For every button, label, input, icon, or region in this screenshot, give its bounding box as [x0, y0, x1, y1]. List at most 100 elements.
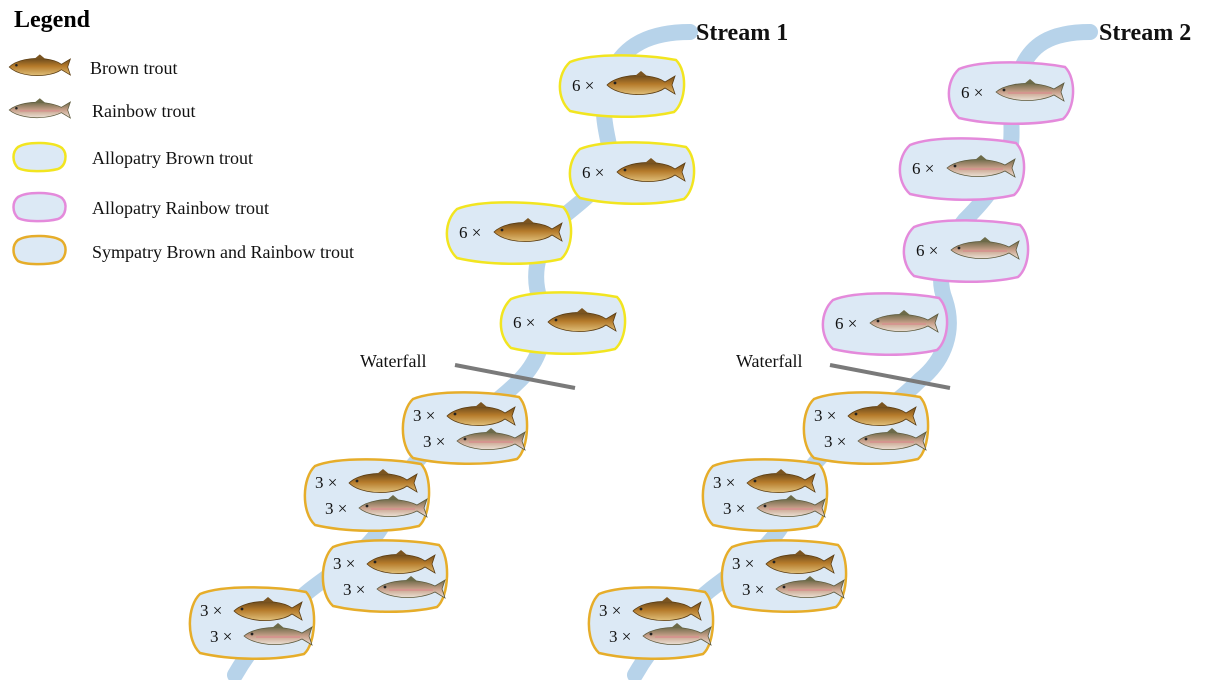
pool-sympatry: 3 ×3 ×	[802, 391, 930, 466]
rainbow-trout-icon	[756, 495, 826, 518]
waterfall-line	[454, 363, 576, 390]
rainbow-trout-icon	[376, 576, 446, 599]
pool-outline	[321, 539, 449, 614]
brown-trout-icon	[8, 54, 72, 76]
brown-count: 3 ×	[315, 473, 337, 492]
rainbow-count: 3 ×	[325, 499, 347, 518]
brown-trout-icon	[847, 402, 917, 426]
brown-count: 3 ×	[814, 406, 836, 425]
pool-outline	[587, 586, 715, 661]
pool-allopatry: 6 ×	[558, 54, 686, 119]
brown-trout-icon	[493, 218, 563, 242]
brown-count: 3 ×	[333, 554, 355, 573]
pool-allopatry: 6 ×	[898, 137, 1026, 202]
pool-allopatry: 6 ×	[902, 219, 1030, 284]
legend-label: Allopatry Brown trout	[92, 148, 253, 168]
brown-trout-icon	[746, 469, 816, 493]
allopatry-rainbow-swatch	[12, 191, 67, 223]
pool-sympatry: 3 ×3 ×	[701, 458, 829, 533]
brown-count: 3 ×	[732, 554, 754, 573]
rainbow-trout-icon	[775, 576, 845, 599]
pool-sympatry: 3 ×3 ×	[303, 458, 431, 533]
brown-count: 3 ×	[713, 473, 735, 492]
brown-trout-icon	[233, 597, 303, 621]
legend-label: Sympatry Brown and Rainbow trout	[92, 242, 354, 262]
rainbow-count: 3 ×	[742, 580, 764, 599]
pool-allopatry: 6 ×	[947, 61, 1075, 126]
waterfall-label: Waterfall	[360, 351, 427, 371]
pool-layer-stream-2: 6 ×6 ×6 ×6 ×3 ×3 ×3 ×3 ×3 ×3 ×3 ×3 ×	[587, 61, 1075, 661]
legend-label: Allopatry Rainbow trout	[92, 198, 269, 218]
pool-outline	[701, 458, 829, 533]
pool-outline	[720, 539, 848, 614]
allopatry-brown-swatch	[12, 141, 67, 173]
brown-trout-icon	[366, 550, 436, 574]
rainbow-trout-icon	[869, 310, 939, 333]
rainbow-count: 3 ×	[609, 627, 631, 646]
rainbow-trout-icon	[358, 495, 428, 518]
rainbow-trout-icon	[456, 428, 526, 451]
brown-count: 3 ×	[200, 601, 222, 620]
fish-count: 6 ×	[912, 159, 934, 178]
fish-count: 6 ×	[835, 314, 857, 333]
pool-allopatry: 6 ×	[445, 201, 573, 266]
legend-item-brown-trout: Brown trout	[8, 54, 178, 78]
rainbow-count: 3 ×	[210, 627, 232, 646]
rainbow-trout-icon	[946, 155, 1016, 178]
rainbow-trout-icon	[8, 98, 72, 119]
stream-1-channel	[227, 24, 698, 680]
brown-count: 3 ×	[413, 406, 435, 425]
rainbow-trout-icon	[950, 237, 1020, 260]
pool-allopatry: 6 ×	[568, 141, 696, 206]
legend-item-sympatry: Sympatry Brown and Rainbow trout	[12, 234, 354, 266]
rainbow-trout-icon	[995, 79, 1065, 102]
sympatry-swatch	[12, 234, 67, 266]
fish-count: 6 ×	[916, 241, 938, 260]
rainbow-trout-icon	[857, 428, 927, 451]
waterfall-label: Waterfall	[736, 351, 803, 371]
legend-item-allopatry-rainbow: Allopatry Rainbow trout	[12, 191, 269, 223]
fish-count: 6 ×	[961, 83, 983, 102]
fish-count: 6 ×	[459, 223, 481, 242]
brown-trout-icon	[765, 550, 835, 574]
rainbow-trout-icon	[642, 623, 712, 646]
waterfall-line	[829, 363, 951, 390]
pool-sympatry: 3 ×3 ×	[587, 586, 715, 661]
stream-2: Stream 2 Waterfall 6 ×6 ×6 ×6 ×3 ×3 ×3 ×…	[587, 20, 1191, 680]
legend-title: Legend	[14, 7, 91, 33]
brown-trout-icon	[616, 158, 686, 182]
brown-trout-icon	[348, 469, 418, 493]
pool-allopatry: 6 ×	[499, 291, 627, 356]
brown-trout-icon	[632, 597, 702, 621]
pool-sympatry: 3 ×3 ×	[401, 391, 529, 466]
rainbow-count: 3 ×	[423, 432, 445, 451]
brown-trout-icon	[606, 71, 676, 95]
rainbow-trout-icon	[243, 623, 313, 646]
brown-trout-icon	[547, 308, 617, 332]
pool-sympatry: 3 ×3 ×	[321, 539, 449, 614]
fish-count: 6 ×	[572, 76, 594, 95]
legend: Legend Brown trout Rainbow trout Allopat…	[8, 7, 354, 266]
rainbow-count: 3 ×	[343, 580, 365, 599]
pool-outline	[401, 391, 529, 466]
rainbow-count: 3 ×	[824, 432, 846, 451]
stream-1: Stream 1 Waterfall 6 ×6 ×6 ×6 ×3 ×3 ×3 ×…	[188, 20, 788, 680]
pool-allopatry: 6 ×	[821, 292, 949, 357]
legend-label: Rainbow trout	[92, 101, 196, 121]
pool-layer-stream-1: 6 ×6 ×6 ×6 ×3 ×3 ×3 ×3 ×3 ×3 ×3 ×3 ×	[188, 54, 696, 661]
brown-trout-icon	[446, 402, 516, 426]
pool-sympatry: 3 ×3 ×	[720, 539, 848, 614]
legend-item-rainbow-trout: Rainbow trout	[8, 98, 196, 121]
stream-title: Stream 1	[696, 20, 788, 46]
brown-count: 3 ×	[599, 601, 621, 620]
fish-count: 6 ×	[513, 313, 535, 332]
fish-count: 6 ×	[582, 163, 604, 182]
pool-outline	[303, 458, 431, 533]
pool-outline	[802, 391, 930, 466]
pool-outline	[188, 586, 316, 661]
pool-sympatry: 3 ×3 ×	[188, 586, 316, 661]
rainbow-count: 3 ×	[723, 499, 745, 518]
stream-title: Stream 2	[1099, 20, 1191, 46]
legend-label: Brown trout	[90, 58, 178, 78]
